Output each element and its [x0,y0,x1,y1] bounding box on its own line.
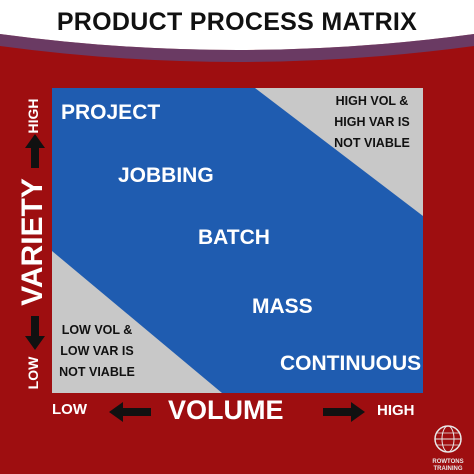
note-line: NOT VIABLE [59,365,135,379]
page-title: PRODUCT PROCESS MATRIX [56,8,418,36]
bottom-left-note: LOW VOL & LOW VAR IS NOT VIABLE [54,320,140,383]
matrix-area: PROJECT JOBBING BATCH MASS CONTINUOUS HI… [52,88,423,393]
process-label-batch: BATCH [198,226,270,249]
y-axis-label: VARIETY [16,178,49,306]
x-axis-low-label: LOW [52,401,87,418]
globe-logo-icon [434,425,462,453]
note-line: HIGH VAR IS [334,115,410,129]
x-axis-high-label: HIGH [377,402,415,419]
top-right-triangle [255,88,423,216]
note-line: HIGH VOL & [335,94,409,108]
note-line: LOW VOL & [61,323,133,337]
note-line: NOT VIABLE [334,136,410,150]
down-arrow-icon [25,316,45,350]
note-line: LOW VAR IS [60,344,134,358]
y-axis-high-label: HIGH [25,98,41,134]
x-axis-label: VOLUME [168,395,284,425]
logo-text-line2: TRAINING [433,466,463,472]
y-axis-low-label: LOW [25,356,41,390]
right-arrow-icon [323,402,365,422]
triangle-overlays [52,88,423,393]
process-label-project: PROJECT [61,101,161,124]
top-right-note: HIGH VOL & HIGH VAR IS NOT VIABLE [322,91,422,154]
up-arrow-icon [25,134,45,168]
left-arrow-icon [109,402,151,422]
process-label-mass: MASS [252,295,313,318]
process-label-continuous: CONTINUOUS [280,352,422,375]
process-label-jobbing: JOBBING [118,164,214,187]
bottom-left-triangle [52,251,222,393]
logo-text-line1: ROWTONS [432,459,464,465]
brand-logo: ROWTONS TRAINING [428,424,468,472]
